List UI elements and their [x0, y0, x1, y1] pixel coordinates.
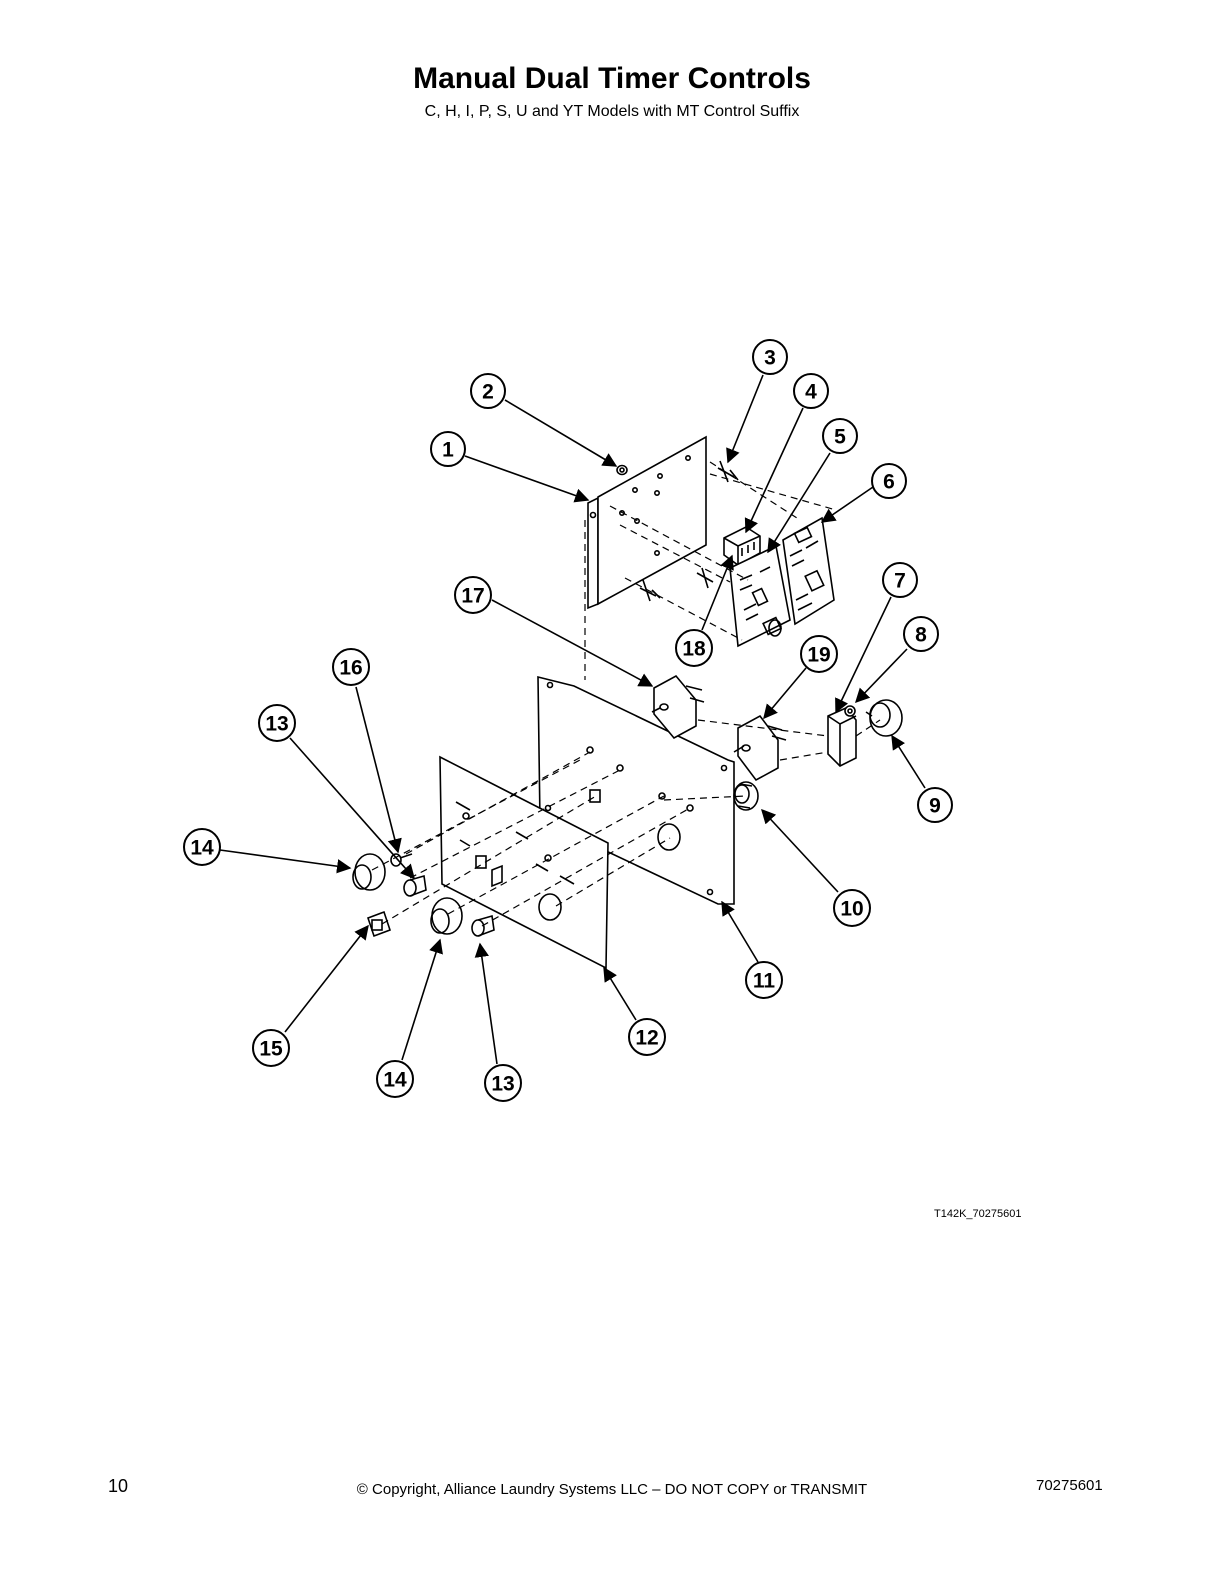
callout-label: 9: [929, 795, 941, 818]
knob-bottom: [430, 897, 463, 935]
callout-label: 1: [442, 439, 454, 462]
callout-label: 18: [682, 638, 706, 661]
standoff-lower: [639, 579, 661, 602]
standoff-mid: [696, 567, 714, 589]
callout-13a: 13: [258, 704, 296, 742]
callout-label: 7: [894, 570, 906, 593]
knob-insert: [733, 781, 759, 811]
drawing-id: T142K_70275601: [934, 1208, 1022, 1220]
callout-11: 11: [745, 961, 783, 999]
callout-label: 2: [482, 381, 494, 404]
callout-label: 6: [883, 471, 895, 494]
switch-bracket: [827, 707, 857, 767]
mounting-bracket: [587, 496, 599, 610]
assembly-lines: [371, 461, 881, 927]
screw: [390, 853, 413, 867]
callout-label: 19: [807, 644, 830, 667]
callout-18: 18: [675, 629, 713, 667]
page-number: 10: [108, 1476, 129, 1496]
callout-label: 10: [840, 898, 863, 921]
callout-10: 10: [833, 889, 871, 927]
callout-label: 3: [764, 347, 776, 370]
parts-artwork: [352, 435, 903, 970]
knob-left: [352, 853, 386, 891]
callout-label: 8: [915, 624, 927, 647]
push-button-bottom: [471, 914, 495, 937]
callout-leaders: [219, 374, 926, 1065]
callout-19: 19: [800, 635, 838, 673]
rotary-switch: [865, 699, 903, 737]
timer-lower: [733, 714, 787, 782]
callout-1: 1: [430, 431, 466, 467]
callout-label: 13: [491, 1073, 514, 1096]
push-button-left: [403, 874, 427, 897]
callout-15: 15: [252, 1029, 290, 1067]
callout-9: 9: [917, 787, 953, 823]
callout-13b: 13: [484, 1064, 522, 1102]
callout-16: 16: [332, 648, 370, 686]
callout-2: 2: [470, 373, 506, 409]
callout-label: 15: [259, 1038, 283, 1061]
mounting-plate: [597, 435, 707, 606]
nut: [616, 464, 628, 476]
callout-label: 14: [190, 837, 214, 860]
circuit-board-front: [729, 544, 791, 648]
document-number: 70275601: [1036, 1477, 1103, 1494]
callouts: 1 2 3 4 5 6 7 8 9 10 11 12 13 13 14 14 1…: [183, 339, 953, 1102]
timer-upper: [651, 674, 705, 740]
callout-label: 11: [753, 970, 776, 993]
callout-12: 12: [628, 1018, 666, 1056]
callout-label: 5: [834, 426, 846, 449]
switch-nut: [844, 705, 856, 717]
page-title: Manual Dual Timer Controls: [413, 62, 811, 95]
callout-4: 4: [793, 373, 829, 409]
callout-8: 8: [903, 616, 939, 652]
rocker-switch: [366, 910, 392, 938]
callout-7: 7: [882, 562, 918, 598]
callout-label: 4: [805, 381, 817, 404]
callout-label: 17: [461, 585, 484, 608]
callout-14b: 14: [376, 1060, 414, 1098]
callout-label: 12: [635, 1027, 658, 1050]
copyright-notice: © Copyright, Alliance Laundry Systems LL…: [356, 1481, 868, 1498]
callout-6: 6: [871, 463, 907, 499]
callout-5: 5: [822, 418, 858, 454]
callout-17: 17: [454, 576, 492, 614]
callout-3: 3: [752, 339, 788, 375]
callout-label: 13: [265, 713, 288, 736]
page-subtitle: C, H, I, P, S, U and YT Models with MT C…: [424, 103, 800, 120]
callout-label: 16: [339, 657, 362, 680]
callout-label: 14: [383, 1069, 407, 1092]
circuit-board-rear: [782, 516, 835, 626]
callout-14a: 14: [183, 828, 221, 866]
